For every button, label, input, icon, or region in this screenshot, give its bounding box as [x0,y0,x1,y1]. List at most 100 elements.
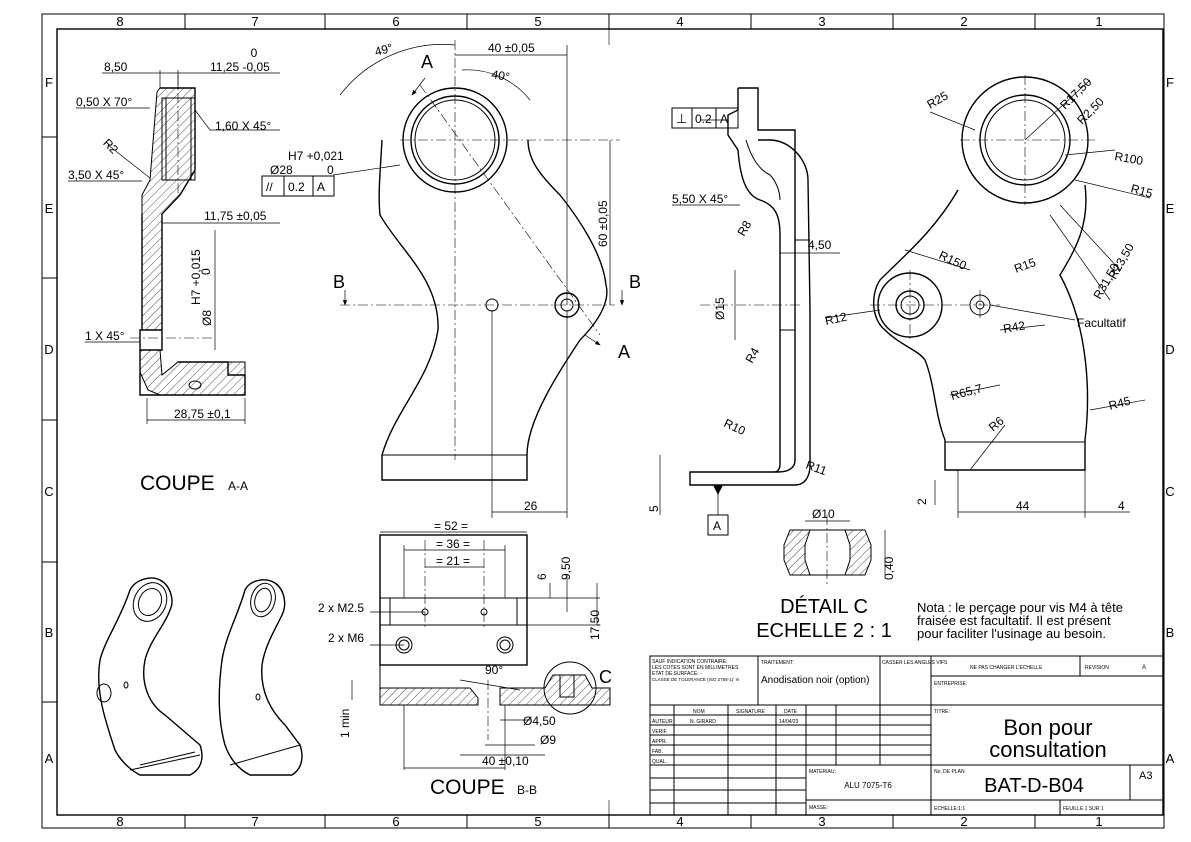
front-view-dimensions [332,44,625,518]
tb-titre-label: TITRE: [934,709,950,715]
tb-entreprise-label: ENTREPRISE: [934,681,967,687]
tol-parallel-value: 0.2 [288,180,305,194]
datum-a-label: A [713,519,721,533]
parallelism-tolerance: // 0.2 A [261,175,335,197]
tb-titre-1: Bon pour [1003,715,1092,740]
dim-h7-0021-zero: 0 [327,163,334,177]
dim-4: 4 [1118,499,1125,513]
dim-r6: R6 [986,414,1007,435]
col-label: 7 [251,14,258,29]
detail-c-view [783,515,886,585]
side-view-dimensions [659,119,840,515]
tb-fab: FAB. [652,749,663,755]
tol-parallel-ref: A [317,180,325,194]
col-label: 5 [534,14,541,29]
tb-plan: BAT-D-B04 [984,775,1084,797]
dim-r15b: R15 [1012,255,1038,276]
col-label: 1 [1095,14,1102,29]
dim-1125-top: 0 [251,46,258,60]
dim-r45: R45 [1107,394,1132,413]
dim-chamfer-350: 3,50 X 45° [68,168,124,182]
col-label: 4 [676,814,683,829]
section-bb-texts: = 52 = = 36 = = 21 = 6 9,50 17,50 2 x M2… [318,519,612,768]
dim-r42: R42 [1002,318,1026,336]
row-labels-left: F E D C B A [44,75,53,766]
dim-1125: 11,25 -0,05 [210,60,270,74]
tb-traitement-label: TRAITEMENT: [761,660,794,666]
dim-r15a: R15 [1129,181,1154,200]
right-view-texts: R17,50 R25 R2,50 R100 R15 R23,50 R150 R1… [824,75,1155,513]
row-labels-right: F E D C B A [1165,75,1174,766]
dim-chamfer-160: 1,60 X 45° [215,119,271,133]
tb-qual: QUAL. [652,759,667,765]
row-label: A [1166,751,1175,766]
note-line-3: pour faciliter l'usinage au besoin. [917,626,1106,641]
dim-52: = 52 = [434,519,468,533]
tb-general-3: ETAT DE SURFACE: - [652,671,702,677]
tb-revision: A [1142,665,1146,671]
dim-40b: 40 ±0,10 [482,754,529,768]
row-label: E [45,201,54,216]
col-label: 7 [251,814,258,829]
dim-h7-0015: H7 +0,015 [189,249,203,305]
dim-dia8: Ø8 [200,310,214,326]
row-label: E [1166,201,1175,216]
tb-general-1: SAUF INDICATION CONTRAIRE: [652,659,727,665]
right-view [870,75,1095,471]
tb-general-4: CLASSE DE TOLERANCE (ISO 2768-1): m [652,677,740,682]
tb-revision-label: REVISION [1085,665,1109,671]
col-label: 3 [818,814,825,829]
dim-60: 60 ±0,05 [596,200,610,247]
tb-materiau: ALU 7075-T6 [844,781,892,790]
tb-format: A3 [1139,770,1152,782]
dim-chamfer-550: 5,50 X 45° [672,192,728,206]
cut-label-b-left: B [333,272,345,292]
dim-r4: R4 [742,345,762,366]
section-bb-dimensions [351,531,600,770]
dim-r100: R100 [1113,149,1144,168]
tb-col-nom: NOM [693,709,705,715]
dim-r11: R11 [804,458,829,478]
dim-5: 5 [647,505,661,512]
col-label: 6 [392,14,399,29]
dim-dia15: Ø15 [713,297,727,320]
cut-label-b-right: B [629,272,641,292]
isometric-view-2 [218,579,303,776]
row-label: F [1166,75,1174,90]
section-aa-dimensions [68,70,280,424]
section-aa-title: COUPE A-A [140,472,248,495]
tb-masse-label: MASSE: [809,805,828,811]
dim-21: = 21 = [436,554,470,568]
detail-c-texts: Ø10 0,40 DÉTAIL C ECHELLE 2 : 1 [756,507,896,642]
row-label: C [1165,484,1174,499]
dim-6: 6 [535,573,549,580]
note-line-2: fraisée est facultatif. Il est présent [917,613,1111,628]
view-title-aa: COUPE [140,472,215,495]
tb-feuille: FEUILLE 1 SUR 1 [1063,806,1104,812]
isometric-view-1 [96,577,203,776]
tb-col-date: DATE [784,709,798,715]
dim-90deg: 90° [485,663,503,677]
dim-1750: 17,50 [588,610,602,640]
dim-2875: 28,75 ±0,1 [174,407,231,421]
svg-text:⊥: ⊥ [676,111,687,126]
tb-echelle: ECHELLE:1:1 [934,806,965,812]
col-label: 2 [960,14,967,29]
tb-materiau-label: MATERIAU: [809,769,836,775]
dim-dia10: Ø10 [812,507,835,521]
dim-44: 44 [1016,499,1030,513]
dim-h7-0015-zero: 0 [199,268,213,275]
view-scale-detail-c: ECHELLE 2 : 1 [756,620,892,642]
tb-col-signature: SIGNATURE [736,709,765,715]
title-block-texts: SAUF INDICATION CONTRAIRE: LES COTES SON… [652,659,1152,812]
dim-h7-0021: H7 +0,021 [288,149,344,163]
col-label: 6 [392,814,399,829]
col-label: 2 [960,814,967,829]
front-view-cut-letters: A B B A [333,52,641,362]
view-title-aa-suffix: A-A [228,479,248,493]
tb-appr: APPR. [652,739,667,745]
dim-40: 40 ±0,05 [488,41,535,55]
dim-1175: 11,75 ±0,05 [204,209,267,223]
dim-r657: R65,7 [949,381,984,403]
